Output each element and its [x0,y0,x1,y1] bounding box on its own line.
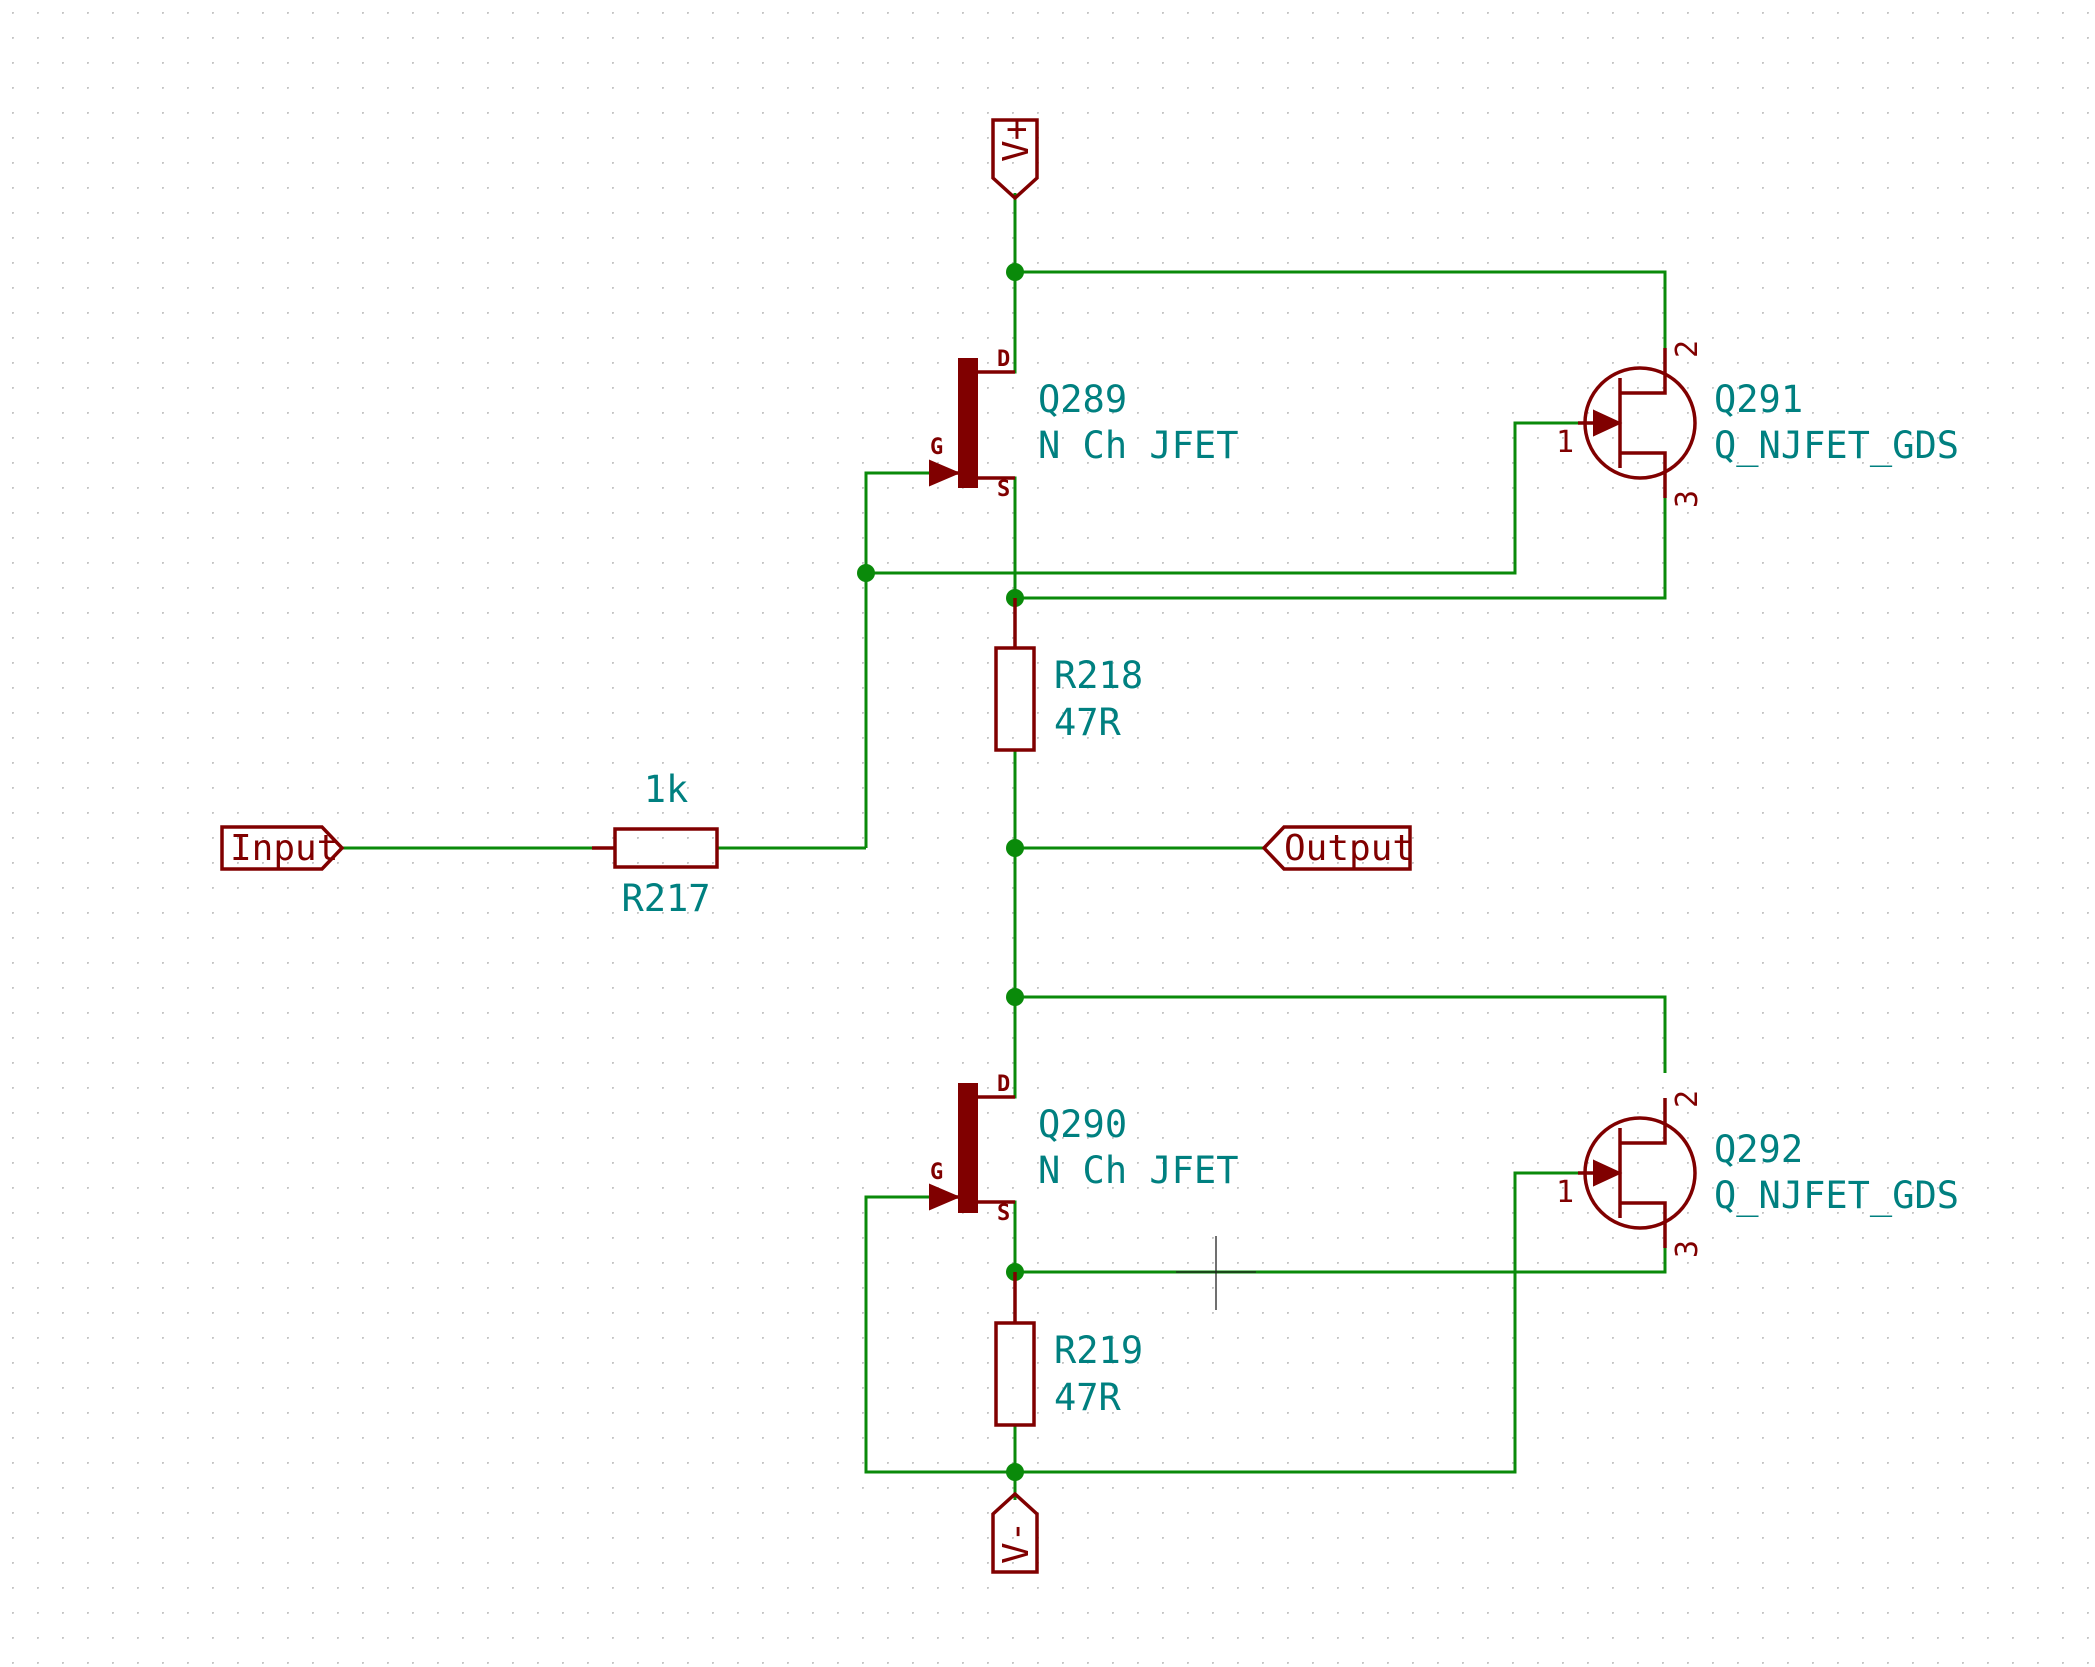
junction-vminus[interactable] [1006,1463,1024,1481]
q291-pin-2: 2 [1670,340,1705,358]
crosshair-cursor-icon [1176,1236,1256,1310]
q289-pin-g: G [930,435,943,460]
wire-vplus-to-q291-drain[interactable] [1015,270,1667,348]
q291-ref: Q291 [1714,378,1803,421]
q290-ref: Q290 [1038,1103,1127,1146]
q292-pin-3: 3 [1670,1240,1705,1258]
junction-gate-node[interactable] [857,564,875,582]
wires [342,193,1667,1500]
junctions [857,263,1024,1481]
r219-ref: R219 [1054,1329,1143,1372]
vminus-label-text: V- [996,1521,1037,1564]
q291-pin-1: 1 [1556,425,1574,460]
junction-vplus[interactable] [1006,263,1024,281]
r219-value: 47R [1054,1376,1122,1419]
q290-pin-d: D [997,1072,1010,1097]
vplus-label-text: V+ [996,119,1037,162]
r218-ref: R218 [1054,654,1143,697]
q291-value: Q_NJFET_GDS [1714,424,1959,468]
q289-pin-s: S [997,477,1010,502]
r218-value: 47R [1054,701,1122,744]
wire-q291-gate[interactable] [866,421,1578,575]
q290-pin-g: G [930,1160,943,1185]
vminus-label[interactable]: V- [991,1491,1039,1574]
jfet-q292[interactable]: 1 2 3 Q292 Q_NJFET_GDS [1556,1090,1959,1258]
r217-ref: R217 [621,877,710,920]
resistor-r218[interactable]: R218 47R [994,598,1143,752]
jfet-q289[interactable]: D G S Q289 N Ch JFET [929,347,1238,502]
junction-output[interactable] [1006,839,1024,857]
resistor-r217[interactable]: 1k R217 [592,768,719,920]
output-label-text: Output [1284,828,1414,869]
wire-q289-gate-node[interactable] [864,471,930,848]
q289-ref: Q289 [1038,378,1127,421]
vplus-label[interactable]: V+ [991,118,1039,201]
q292-ref: Q292 [1714,1128,1803,1171]
junction-lower-drain[interactable] [1006,988,1024,1006]
q292-value: Q_NJFET_GDS [1714,1174,1959,1218]
q289-value: N Ch JFET [1038,424,1238,467]
wire-q290-gate[interactable] [864,1171,1578,1474]
output-label[interactable]: Output [1261,825,1414,871]
q292-pin-2: 2 [1670,1090,1705,1108]
q290-value: N Ch JFET [1038,1149,1238,1192]
wire-q291-source[interactable] [1015,498,1667,600]
input-label-text: Input [230,828,338,869]
jfet-q290[interactable]: D G S Q290 N Ch JFET [929,1072,1238,1226]
resistor-r219[interactable]: R219 47R [994,1272,1143,1427]
q292-pin-1: 1 [1556,1175,1574,1210]
r217-value: 1k [644,768,689,811]
jfet-q291[interactable]: 1 2 3 Q291 Q_NJFET_GDS [1556,340,1959,508]
wire-lower-rail-to-q292-drain[interactable] [1015,995,1667,1073]
q291-pin-3: 3 [1670,490,1705,508]
q289-pin-d: D [997,347,1010,372]
q290-pin-s: S [997,1201,1010,1226]
input-label[interactable]: Input [220,825,345,871]
